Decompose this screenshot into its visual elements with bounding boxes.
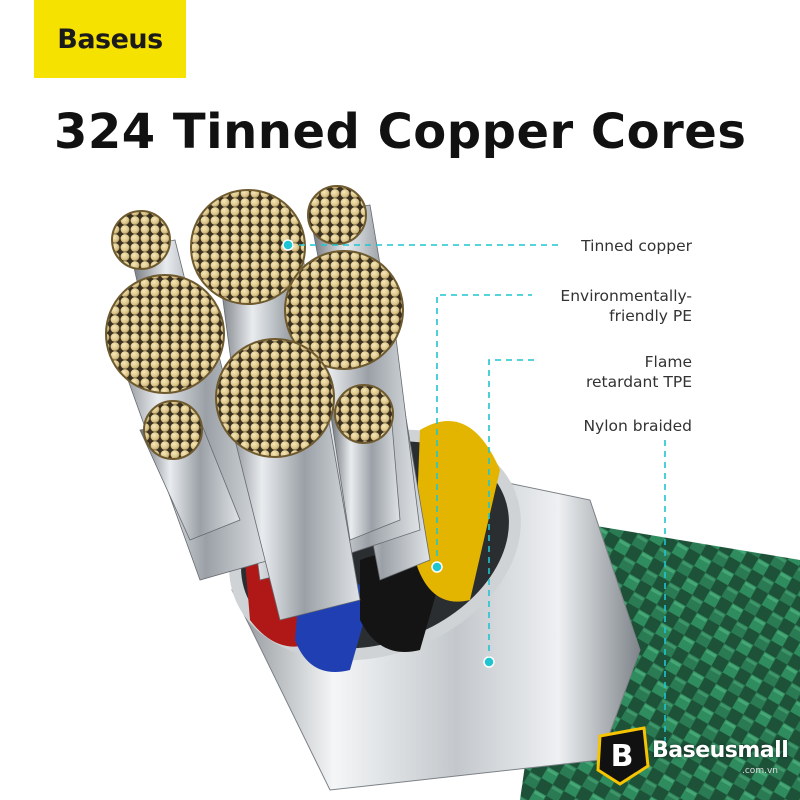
- callout-tinned-copper-line: Tinned copper: [581, 237, 692, 255]
- headline: 324 Tinned Copper Cores: [54, 104, 747, 160]
- store-watermark: B Baseusmall .com.vn: [594, 726, 794, 786]
- brand-logo-badge: Baseus: [34, 0, 186, 78]
- callout-tpe-line-2: retardant TPE: [585, 373, 692, 391]
- copper-core-ends: [105, 185, 404, 460]
- store-name: Baseusmall: [652, 738, 789, 763]
- callout-tpe: Flame retardant TPE: [586, 352, 692, 392]
- store-shield-icon: B: [596, 726, 650, 786]
- store-domain-suffix: .com.vn: [742, 766, 778, 776]
- store-badge-letter: B: [611, 739, 634, 774]
- callout-nylon-line: Nylon braided: [583, 417, 692, 435]
- callout-leaders: [288, 244, 666, 750]
- callout-pe-line-1: Environmentally-: [560, 287, 692, 305]
- callout-leader-dots: [282, 239, 495, 668]
- callout-pe-line-2: friendly PE: [609, 307, 692, 325]
- callout-nylon: Nylon braided: [583, 416, 692, 436]
- callout-pe: Environmentally- friendly PE: [560, 286, 692, 326]
- callout-tpe-line-1: Flame: [644, 353, 692, 371]
- callout-tinned-copper: Tinned copper: [581, 236, 692, 256]
- brand-logo: Baseus: [57, 23, 163, 55]
